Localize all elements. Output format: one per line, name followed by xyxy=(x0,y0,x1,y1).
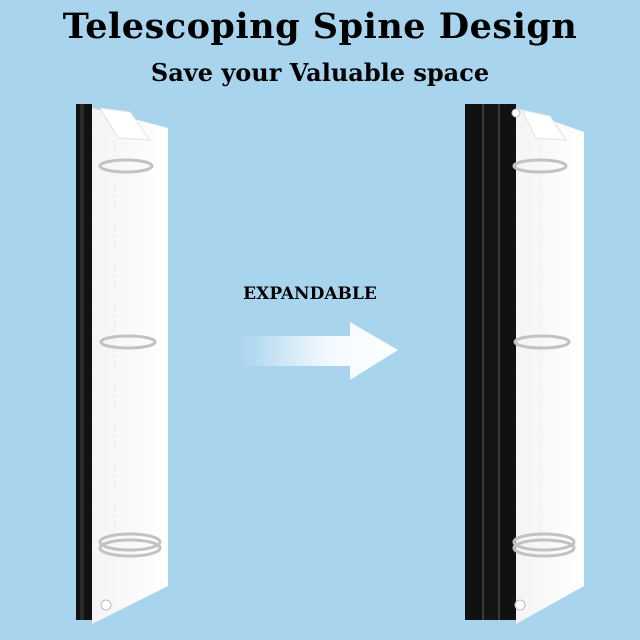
spine-panel-2 xyxy=(484,104,498,620)
ring-middle-right xyxy=(513,334,571,350)
spine-panel-1 xyxy=(465,104,482,620)
page-title: Telescoping Spine Design xyxy=(62,6,578,47)
binder-cover-right xyxy=(516,108,584,624)
ring-bottom-right xyxy=(512,532,576,558)
cover-tab-right xyxy=(521,109,567,141)
ring-bottom-left xyxy=(98,532,162,558)
screw-left xyxy=(100,599,112,611)
screw-right-bottom xyxy=(514,599,526,611)
ring-top-right xyxy=(512,158,568,174)
ring-middle-left xyxy=(99,334,157,350)
page-subtitle: Save your Valuable space xyxy=(150,58,490,87)
collapsed-binder xyxy=(76,104,168,624)
screw-right-top xyxy=(511,108,521,118)
cover-tab-left xyxy=(99,107,152,141)
expanded-binder xyxy=(465,104,584,624)
spine-panel-3 xyxy=(500,104,516,620)
binder-cover-left xyxy=(92,108,168,624)
expand-arrow xyxy=(238,322,398,380)
ring-top-left xyxy=(98,158,154,174)
expandable-label: EXPANDABLE xyxy=(243,284,377,304)
